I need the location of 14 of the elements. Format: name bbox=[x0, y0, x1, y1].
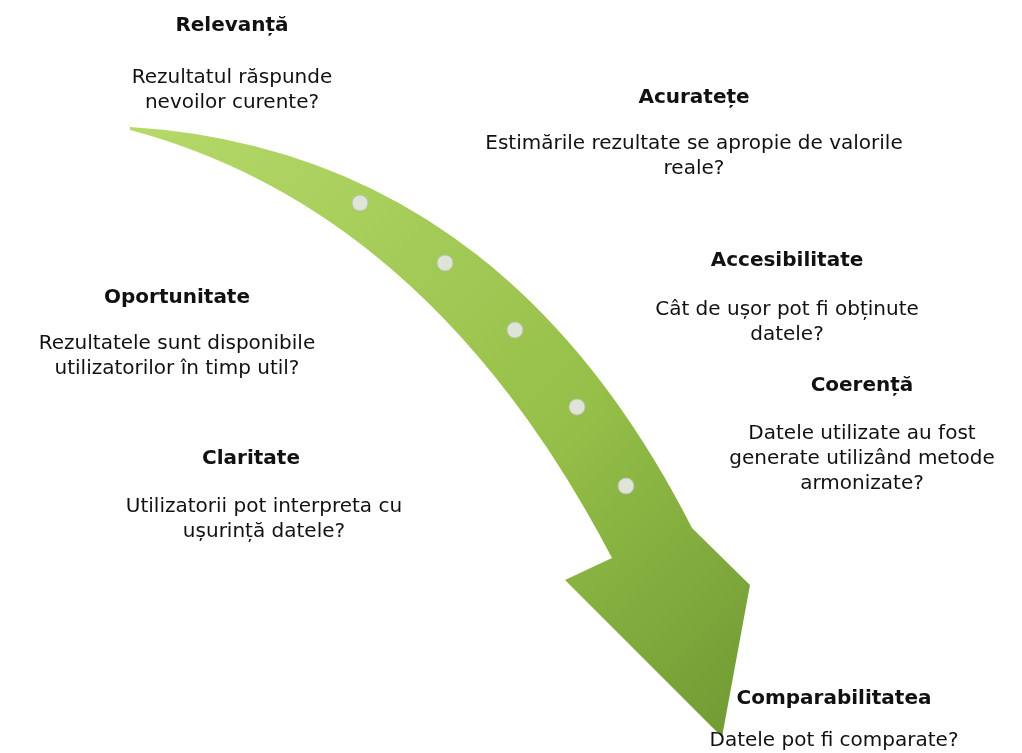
criterion-heading: Comparabilitatea bbox=[736, 685, 932, 710]
criterion-heading: Accesibilitate bbox=[710, 247, 864, 272]
question-text: Utilizatorii pot interpreta cu ușurință datele? bbox=[124, 493, 404, 543]
criterion-heading: Oportunitate bbox=[104, 284, 250, 309]
criterion-heading: Coerență bbox=[810, 372, 914, 397]
question-text: Rezultatul răspunde nevoilor curente? bbox=[130, 64, 334, 114]
question-text: Estimările rezultate se apropie de valorile reale? bbox=[484, 130, 904, 180]
question-text: Rezultatele sunt disponibile utilizatorilor în timp util? bbox=[37, 330, 317, 380]
question-text: Datele utilizate au fost generate utilizând metode armonizate? bbox=[728, 420, 996, 495]
question-text: Cât de ușor pot fi obținute datele? bbox=[654, 296, 920, 346]
criterion-heading: Relevanță bbox=[175, 12, 289, 37]
criterion-heading: Acuratețe bbox=[638, 84, 750, 109]
question-text: Datele pot fi comparate? bbox=[708, 727, 960, 752]
criterion-heading: Claritate bbox=[202, 445, 300, 470]
